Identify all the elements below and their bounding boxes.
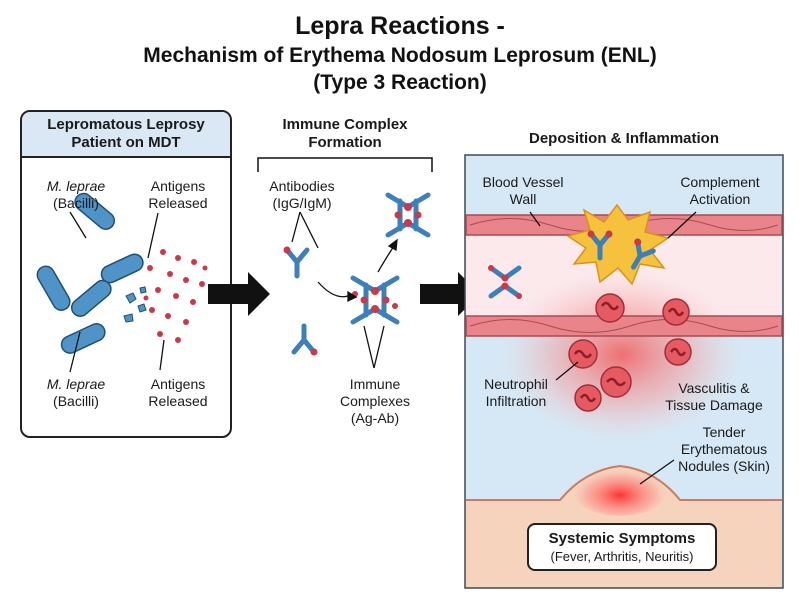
patient-panel-heading-line1: Lepromatous Leprosy xyxy=(47,116,205,133)
vasculitis-label-line2: Tissue Damage xyxy=(665,397,763,413)
neutrophils xyxy=(568,293,692,412)
neutrophil-label-line1: Neutrophil xyxy=(484,376,548,392)
systemic-symptoms-title: Systemic Symptoms xyxy=(548,530,696,547)
systemic-symptoms-list: (Fever, Arthritis, Neuritis) xyxy=(550,549,694,564)
deposition-heading: Deposition & Inflammation xyxy=(528,130,719,147)
immune-complexes-label-line3: (Ag-Ab) xyxy=(350,410,400,426)
formation-heading-line1: Immune Complex xyxy=(282,116,408,133)
bacilli-cluster xyxy=(36,192,147,354)
antigen-particles xyxy=(143,249,208,343)
diagram-title-line2: Mechanism of Erythema Nodosum Leprosum (… xyxy=(143,44,657,67)
patient-panel-header xyxy=(22,112,230,158)
bacillus xyxy=(100,253,144,284)
diagram-title-line1: Lepra Reactions - xyxy=(295,12,505,40)
antigens-top-label-line1: Antigens xyxy=(150,178,206,194)
nodules-label-line2: Erythematous xyxy=(680,441,768,457)
panel1-leader-lines xyxy=(69,211,165,373)
free-antibodies xyxy=(283,246,318,356)
bacillus xyxy=(36,265,71,311)
antigens-top-label-line2: Released xyxy=(148,195,208,211)
nodules-label-line1: Tender xyxy=(702,424,746,440)
antibodies-label-line2: (IgG/IgM) xyxy=(272,195,332,211)
antigens-bottom-label-line1: Antigens xyxy=(150,376,206,392)
arrow-to-formation xyxy=(208,272,270,316)
vessel-wall-label-line2: Wall xyxy=(509,191,537,207)
patient-panel-heading-line2: Patient on MDT xyxy=(71,134,181,151)
panel2-arrows xyxy=(291,211,398,369)
complement-burst xyxy=(566,203,670,286)
systemic-symptoms-box xyxy=(527,523,717,571)
vasculitis-label-line1: Vasculitis & xyxy=(678,380,750,396)
immune-complexes-label-line2: Complexes xyxy=(339,393,411,409)
formation-heading-line2: Formation xyxy=(308,134,382,151)
bacilli-bottom-label: M. leprae xyxy=(46,376,106,392)
antibodies-label-line1: Antibodies xyxy=(269,178,335,194)
formation-bracket xyxy=(257,157,433,172)
complement-label-line2: Activation xyxy=(689,191,751,207)
nodules-label-line3: Nodules (Skin) xyxy=(678,458,770,474)
bacillus xyxy=(74,192,116,230)
vessel-wall-label-line1: Blood Vessel xyxy=(482,174,564,190)
complement-label-line1: Complement xyxy=(680,174,760,190)
neutrophil-label-line2: Infiltration xyxy=(485,393,547,409)
diagram-title-line3: (Type 3 Reaction) xyxy=(313,71,487,94)
immune-complex xyxy=(350,192,431,325)
bacilli-top-sublabel: (Bacilli) xyxy=(53,195,99,211)
bacilli-top-label: M. leprae xyxy=(46,178,106,194)
bacillus xyxy=(70,279,112,317)
bacilli-bottom-sublabel: (Bacilli) xyxy=(53,393,99,409)
bacillus xyxy=(60,323,106,354)
immune-complexes-label-line1: Immune xyxy=(349,376,401,392)
deposited-complexes xyxy=(488,230,656,299)
antigens-bottom-label-line2: Released xyxy=(148,393,208,409)
panel3-leader-lines xyxy=(529,211,697,485)
